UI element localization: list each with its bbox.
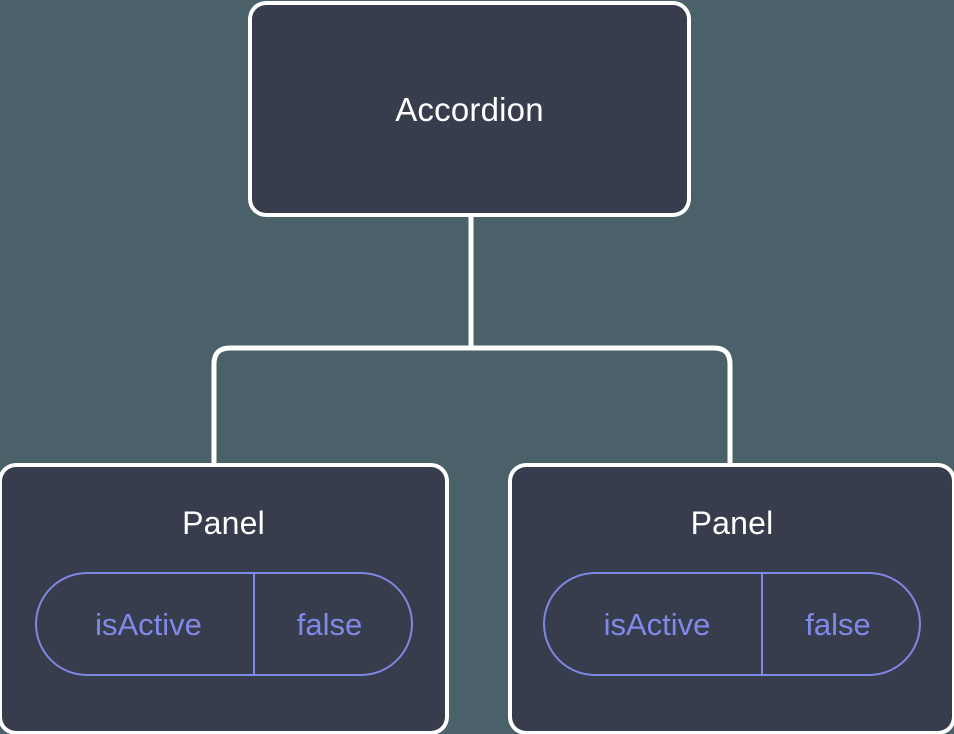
node-panel-1[interactable]: Panel isActive false: [2, 467, 445, 731]
prop-value-2: false: [761, 574, 919, 674]
prop-value-1: false: [252, 574, 411, 674]
prop-key-1: isActive: [95, 606, 202, 642]
edge-trunk-to-children: [211, 345, 733, 470]
prop-badge-isactive-1[interactable]: isActive false: [34, 572, 413, 676]
node-panel-2[interactable]: Panel isActive false: [512, 467, 952, 731]
node-accordion[interactable]: Accordion: [252, 5, 687, 213]
prop-badge-isactive-2[interactable]: isActive false: [543, 572, 921, 676]
prop-key-2: isActive: [603, 606, 711, 642]
node-title-accordion: Accordion: [395, 90, 544, 128]
node-title-panel-2: Panel: [690, 505, 774, 541]
node-title-panel-1: Panel: [182, 505, 265, 541]
